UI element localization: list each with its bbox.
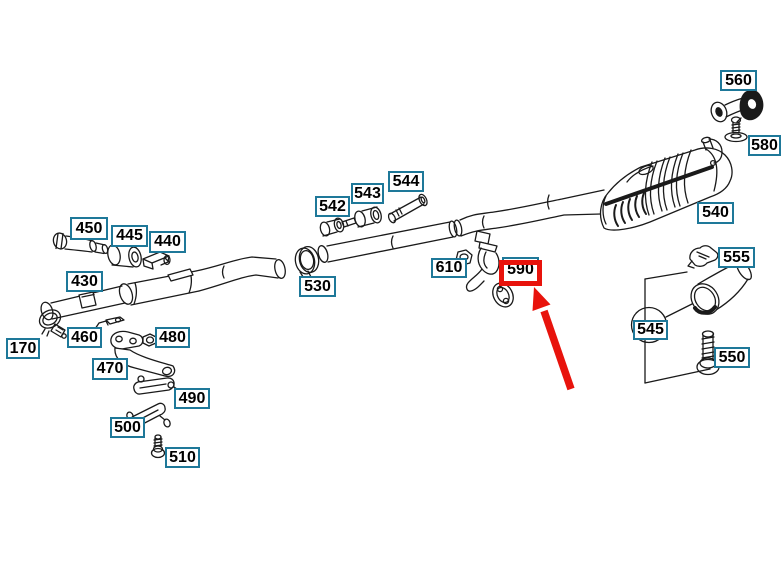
screw-580-drawing bbox=[724, 116, 748, 143]
damper-543-drawing bbox=[354, 206, 382, 228]
part-label-545[interactable]: 545 bbox=[633, 320, 668, 340]
part-label-580[interactable]: 580 bbox=[748, 135, 781, 156]
part-label-460[interactable]: 460 bbox=[67, 327, 102, 348]
center-pipe-drawing bbox=[294, 189, 605, 283]
pipe-544-drawing bbox=[387, 193, 428, 224]
part-label-480[interactable]: 480 bbox=[155, 327, 190, 348]
front-pipe-drawing bbox=[40, 256, 286, 321]
isolator-490-drawing bbox=[133, 375, 185, 397]
part-label-542[interactable]: 542 bbox=[315, 196, 350, 217]
part-label-560[interactable]: 560 bbox=[720, 70, 757, 91]
highlight-arrow bbox=[532, 287, 575, 391]
part-label-530[interactable]: 530 bbox=[299, 276, 336, 297]
part-label-445[interactable]: 445 bbox=[111, 225, 148, 247]
clamp-555-drawing bbox=[687, 245, 719, 269]
bracket-590-drawing bbox=[465, 241, 514, 308]
hanger-560-drawing bbox=[710, 89, 764, 123]
part-label-170[interactable]: 170 bbox=[6, 338, 40, 359]
part-label-470[interactable]: 470 bbox=[92, 358, 128, 380]
clamp-170-drawing bbox=[38, 309, 67, 339]
screw-510-drawing bbox=[150, 434, 166, 459]
part-label-610[interactable]: 610 bbox=[431, 258, 467, 278]
muffler-540-drawing bbox=[599, 136, 733, 231]
part-label-540[interactable]: 540 bbox=[697, 202, 734, 224]
part-label-544[interactable]: 544 bbox=[388, 171, 424, 192]
part-label-500[interactable]: 500 bbox=[110, 417, 145, 438]
part-label-430[interactable]: 430 bbox=[66, 271, 103, 292]
part-label-555[interactable]: 555 bbox=[718, 247, 755, 268]
bracket-460-drawing bbox=[91, 316, 125, 335]
part-label-543[interactable]: 543 bbox=[351, 183, 384, 204]
part-label-440[interactable]: 440 bbox=[149, 231, 186, 253]
part-label-510[interactable]: 510 bbox=[165, 447, 200, 468]
bolt-450-drawing bbox=[52, 232, 109, 255]
part-label-450[interactable]: 450 bbox=[70, 217, 108, 240]
part-label-550[interactable]: 550 bbox=[714, 347, 750, 368]
clip-440-drawing bbox=[142, 251, 171, 270]
part-label-590[interactable]: 590 bbox=[502, 257, 539, 283]
part-label-490[interactable]: 490 bbox=[174, 388, 210, 409]
